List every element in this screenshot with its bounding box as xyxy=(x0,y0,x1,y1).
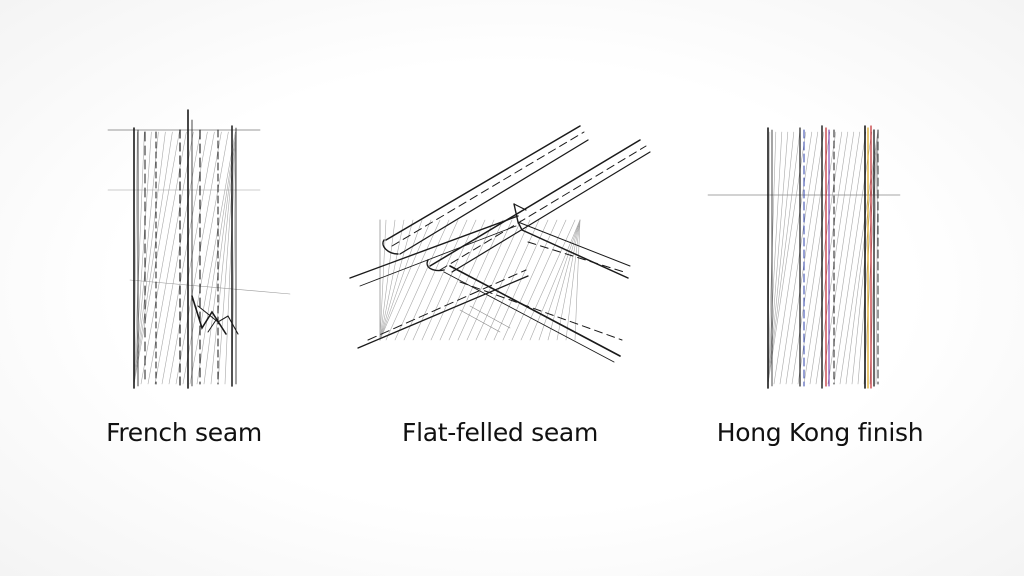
hatch-stroke xyxy=(511,219,567,341)
hatch-stroke xyxy=(224,131,237,385)
hatch-stroke xyxy=(767,131,789,385)
hong-kong-finish-diagram xyxy=(700,100,920,400)
hatch-stroke xyxy=(394,219,450,341)
hatch-stroke xyxy=(767,131,783,385)
hatch-stroke xyxy=(385,219,441,341)
hatch-stroke xyxy=(189,131,236,385)
hatch-stroke xyxy=(565,219,581,341)
hatch-stroke xyxy=(161,131,208,385)
hatch-stroke xyxy=(430,219,486,341)
hatch-stroke xyxy=(556,219,581,341)
hatch-stroke xyxy=(779,131,819,385)
hatch-stroke xyxy=(845,131,879,385)
hatch-stroke xyxy=(133,131,152,385)
hatch-stroke xyxy=(133,131,173,385)
hong-kong-finish-caption: Hong Kong finish xyxy=(716,418,924,447)
hatch-stroke xyxy=(133,131,166,385)
hatch-stroke xyxy=(140,131,187,385)
hatch-stroke xyxy=(839,131,879,385)
hatch-stroke xyxy=(466,219,522,341)
hatch-stroke xyxy=(182,131,229,385)
hatch-stroke xyxy=(547,219,581,341)
hatch-stroke xyxy=(457,219,513,341)
hatch-stroke xyxy=(439,219,495,341)
flat-felled-seam-hatching xyxy=(379,219,581,341)
hatch-stroke xyxy=(379,219,396,341)
hatch-stroke xyxy=(574,219,581,341)
hatch-stroke xyxy=(196,131,237,385)
hatch-stroke xyxy=(767,131,801,385)
hong-kong-finish-sketch xyxy=(707,125,901,389)
french-seam-sketch xyxy=(107,109,291,389)
french-seam-diagram xyxy=(100,100,300,400)
flat-felled-seam-diagram xyxy=(340,100,660,400)
hatch-stroke xyxy=(502,219,558,341)
hong-kong-finish-hatching xyxy=(767,131,879,385)
hatch-stroke xyxy=(785,131,825,385)
hatch-stroke xyxy=(493,219,549,341)
hatch-stroke xyxy=(538,219,581,341)
hatch-stroke xyxy=(421,219,477,341)
hong-kong-finish-lines xyxy=(707,125,901,389)
hatch-stroke xyxy=(403,219,459,341)
french-seam-caption: French seam xyxy=(106,418,262,447)
hatch-stroke xyxy=(773,131,813,385)
hatch-stroke xyxy=(412,219,468,341)
hatch-stroke xyxy=(379,219,423,341)
hatch-stroke xyxy=(203,131,237,385)
french-seam-lines xyxy=(107,109,291,389)
hatch-stroke xyxy=(154,131,201,385)
hatch-stroke xyxy=(133,131,145,385)
hatch-stroke xyxy=(803,131,843,385)
hatch-stroke xyxy=(379,219,405,341)
hatch-stroke xyxy=(484,219,540,341)
hatch-stroke xyxy=(217,131,237,385)
hatch-stroke xyxy=(520,219,576,341)
hatch-stroke xyxy=(529,219,581,341)
hatch-stroke xyxy=(175,131,222,385)
flat-felled-seam-lines xyxy=(349,125,651,363)
hatch-stroke xyxy=(791,131,831,385)
french-seam-hatching xyxy=(133,131,237,385)
flat-felled-seam-caption: Flat-felled seam xyxy=(401,418,599,447)
hatch-stroke xyxy=(133,131,180,385)
hatch-stroke xyxy=(379,219,414,341)
hatch-stroke xyxy=(821,131,861,385)
flat-felled-seam-sketch xyxy=(349,125,651,363)
hatch-stroke xyxy=(379,219,387,341)
